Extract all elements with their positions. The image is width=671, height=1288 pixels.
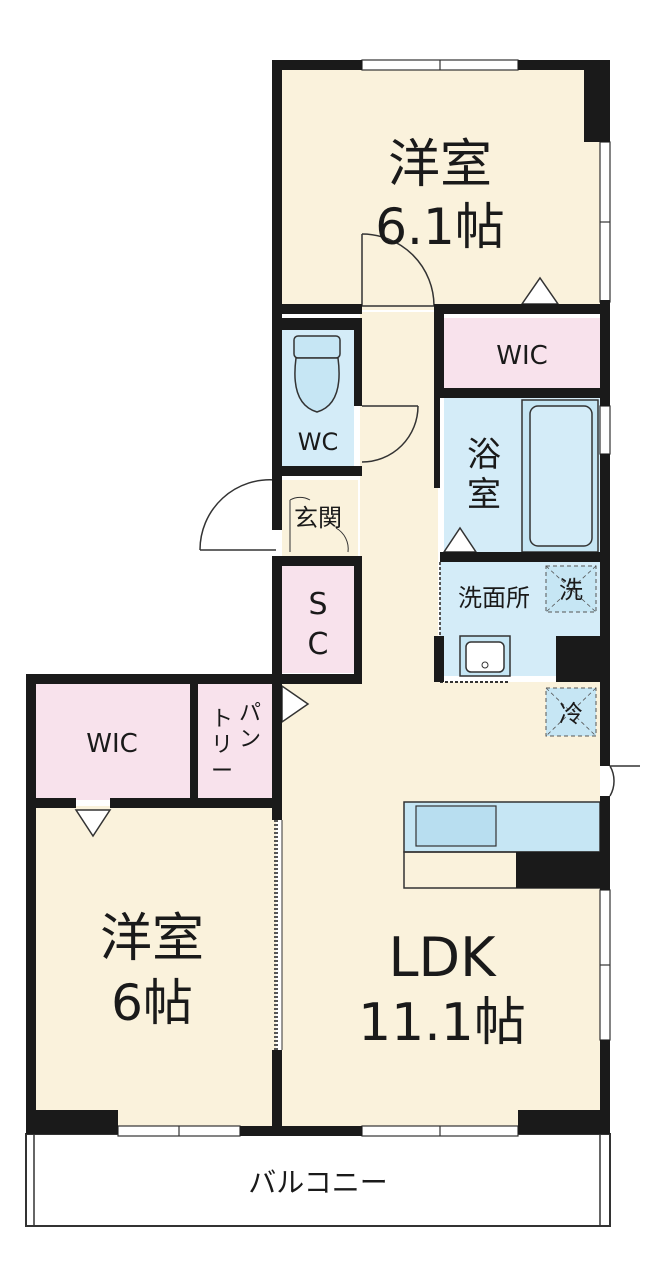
entrance-floor: [282, 480, 358, 558]
washroom-label: 洗面所: [458, 584, 530, 612]
bedroom-north-floor: [280, 67, 600, 310]
pantry-label-3: ト: [211, 707, 233, 732]
hallway-floor: [360, 312, 438, 682]
pantry-label-2: ン: [239, 727, 261, 752]
ldk-floor: [282, 682, 600, 1128]
bedroom-south-name: 洋室: [100, 909, 204, 969]
balcony-outline: [25, 1133, 611, 1227]
closet-marker-icon: [74, 809, 112, 838]
wc-label: WC: [298, 428, 339, 456]
bath-label-1: 浴: [467, 435, 501, 475]
door-swings: [199, 233, 640, 797]
storage-label-2: C: [308, 627, 329, 662]
balcony: [25, 1133, 611, 1227]
bedroom-south-floor: [34, 806, 276, 1128]
sliding-door: [274, 820, 283, 1050]
entrance-label: 玄関: [294, 504, 342, 532]
ldk-size: 11.1帖: [358, 993, 526, 1053]
bedroom-south-size: 6帖: [111, 974, 193, 1032]
bedroom-north-size: 6.1帖: [375, 198, 505, 256]
wic-north-floor: [444, 318, 600, 390]
fixtures: [74, 276, 601, 889]
pantry-label-1: パ: [239, 701, 261, 726]
storage-label-1: S: [308, 587, 327, 622]
room-labels: 洋室 6.1帖 WIC WC 浴 室 玄関 S C 洗面所 洗 冷 WIC パ …: [86, 135, 583, 1199]
pantry-label-5: ー: [211, 759, 233, 784]
bathtub-icon: [521, 399, 599, 553]
walls: [26, 60, 610, 1136]
wic-north-label: WIC: [496, 341, 548, 371]
washer-label: 洗: [559, 576, 583, 604]
storage-floor: [282, 565, 354, 673]
bedroom-north-name: 洋室: [388, 135, 492, 195]
sink-icon: [459, 635, 511, 677]
pantry-label-4: リ: [211, 733, 233, 758]
pantry-floor: [198, 684, 272, 800]
fridge-label: 冷: [559, 700, 583, 728]
wic-south-floor: [34, 684, 190, 800]
wic-south-label: WIC: [86, 729, 138, 759]
balcony-label: バルコニー: [248, 1166, 387, 1199]
toilet-icon: [293, 335, 341, 413]
kitchen-counter-icon: [403, 801, 601, 889]
ldk-name: LDK: [388, 926, 497, 989]
bath-label-2: 室: [467, 475, 501, 515]
